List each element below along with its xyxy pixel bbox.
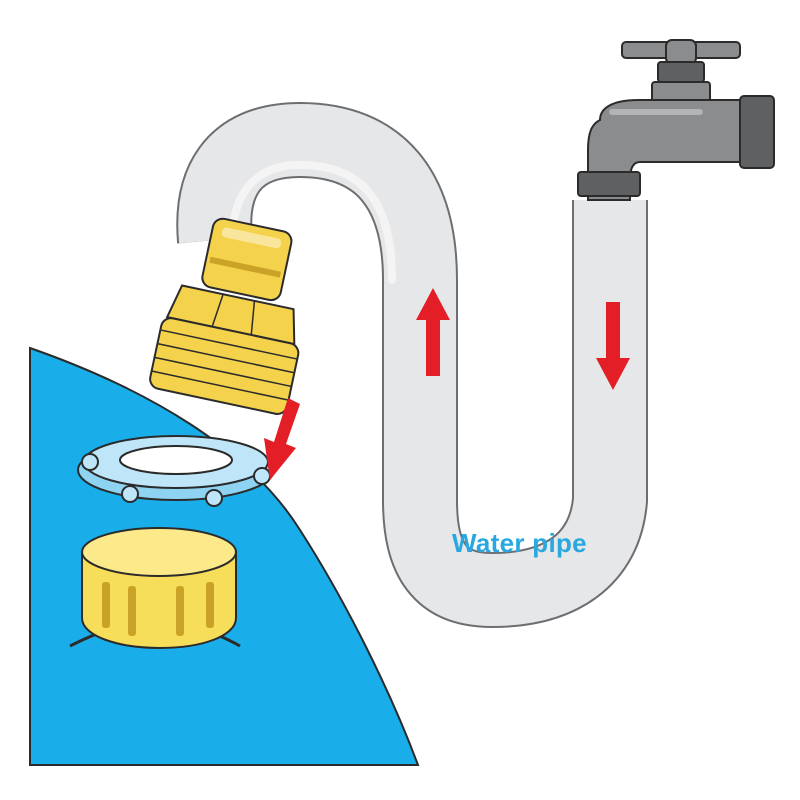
flow-arrow-down-icon [596,302,630,390]
washer-ring-icon [77,435,275,507]
flow-arrow-up-icon [416,288,450,376]
faucet-icon [577,39,775,201]
tank-cap-icon [69,527,241,650]
brass-adapter-icon [149,217,300,415]
pipe-body [178,103,646,627]
water-pipe-label: Water pipe [452,528,587,558]
water-pipe [176,101,648,629]
assembly-arrow-icon [264,398,300,480]
pipe-highlight [227,160,396,284]
